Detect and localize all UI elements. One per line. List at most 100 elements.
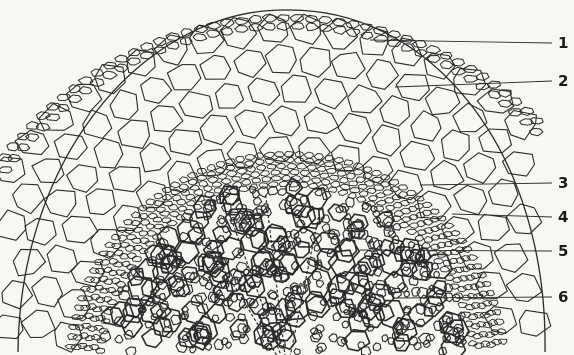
- endodermis-cell: [179, 184, 189, 190]
- endodermis-cell: [340, 184, 350, 190]
- endodermis-cell: [458, 276, 468, 282]
- label-6: 6: [558, 288, 568, 306]
- cortex-cell: [140, 143, 171, 172]
- endodermis-cell: [271, 176, 282, 181]
- endodermis-cell: [72, 315, 81, 320]
- cortex-cell: [216, 84, 244, 109]
- endodermis-cell: [337, 171, 346, 176]
- endodermis-cell: [148, 213, 158, 219]
- stele-cell: [393, 223, 401, 230]
- cortex-cell: [141, 78, 172, 104]
- stele-cell: [342, 321, 349, 328]
- endodermis-cell: [477, 322, 486, 327]
- endodermis-cell: [314, 154, 323, 160]
- endodermis-cell: [398, 185, 408, 190]
- endodermis-cell: [265, 158, 274, 164]
- endodermis-cell: [257, 165, 266, 171]
- endodermis-cell: [274, 152, 284, 157]
- endodermis-cell: [487, 342, 496, 348]
- epidermis-cell: [249, 15, 261, 23]
- endodermis-cell: [85, 277, 95, 283]
- cortex-parenchyma: [0, 14, 551, 352]
- leader-line-1: [370, 40, 552, 43]
- endodermis-cell: [334, 158, 344, 163]
- cortex-cell: [431, 160, 464, 189]
- endodermis-cell: [126, 235, 137, 240]
- cortex-cell: [86, 189, 115, 215]
- endodermis-cell: [96, 348, 105, 353]
- endodermis-cell: [86, 304, 97, 310]
- endodermis-cell: [407, 197, 416, 203]
- endodermis-cell: [251, 172, 260, 178]
- endodermis-cell: [444, 223, 454, 229]
- endodermis-cell: [325, 162, 335, 167]
- cortex-cell: [411, 111, 441, 141]
- endodermis-cell: [114, 250, 123, 256]
- cortex-cell: [234, 50, 266, 77]
- cortex-cell: [265, 45, 296, 73]
- cortex-cell: [2, 281, 33, 309]
- endodermis-cell: [178, 206, 187, 211]
- cortex-cell: [66, 84, 101, 112]
- endodermis-cell: [395, 211, 404, 217]
- endodermis-cell: [431, 244, 440, 249]
- epidermis-cell: [402, 44, 415, 51]
- cortex-cell: [300, 47, 330, 77]
- epidermis-cell: [319, 16, 332, 23]
- cortex-cell: [248, 78, 280, 105]
- endodermis-cell: [369, 196, 378, 201]
- endodermis-cell: [372, 177, 382, 182]
- endodermis-cell: [187, 172, 197, 178]
- cortex-cell: [21, 310, 55, 337]
- xylem-vessel: [354, 262, 372, 276]
- stele-cell: [316, 347, 323, 353]
- cortex-cell: [505, 111, 537, 140]
- xylem-vessel: [344, 330, 370, 351]
- endodermis-cell: [264, 152, 274, 158]
- xylem-vessel: [142, 329, 162, 348]
- endodermis-cell: [180, 177, 189, 183]
- endodermis-cell: [473, 334, 483, 339]
- cortex-cell: [151, 106, 183, 132]
- stele-cell: [412, 287, 421, 296]
- cortex-cell: [396, 74, 429, 100]
- stele-cell: [205, 282, 212, 290]
- cortex-cell: [372, 125, 400, 156]
- endodermis-cell: [440, 266, 450, 272]
- endodermis-cell: [276, 163, 286, 168]
- leader-line-3: [420, 183, 552, 185]
- endodermis-cell: [320, 173, 329, 178]
- endodermis-cell: [389, 180, 398, 186]
- endodermis-cell: [415, 196, 424, 201]
- endodermis-cell: [246, 166, 256, 172]
- endodermis-cell: [156, 207, 165, 213]
- cortex-cell: [338, 113, 371, 143]
- endodermis-cell: [422, 243, 430, 249]
- endodermis-cell: [112, 243, 122, 248]
- endodermis-cell: [290, 169, 299, 174]
- cortex-cell: [464, 153, 496, 184]
- cortex-cell: [442, 130, 470, 161]
- endodermis-cell: [499, 339, 508, 344]
- endodermis-cell: [236, 168, 247, 174]
- cortex-cell: [118, 120, 150, 148]
- stele-cell: [373, 343, 381, 351]
- cortex-cell: [32, 277, 63, 307]
- stele-cell: [358, 342, 365, 349]
- endodermis-cell: [162, 194, 171, 200]
- cortex-cell: [380, 96, 410, 127]
- endodermis-cell: [171, 182, 180, 188]
- endodermis-cell: [347, 173, 356, 179]
- cortex-cell: [454, 185, 487, 214]
- stele-cell: [171, 315, 181, 324]
- endodermis-cell: [105, 242, 115, 248]
- endodermis-cell: [132, 256, 141, 261]
- cortex-cell: [519, 310, 550, 336]
- epidermis-cell: [277, 22, 290, 30]
- epidermis-cell: [141, 43, 154, 50]
- stele-cell: [218, 215, 225, 224]
- endodermis-cell: [197, 175, 207, 180]
- xylem-vessel: [294, 241, 309, 258]
- epidermis-cell: [222, 28, 233, 35]
- stele-cell: [126, 347, 136, 355]
